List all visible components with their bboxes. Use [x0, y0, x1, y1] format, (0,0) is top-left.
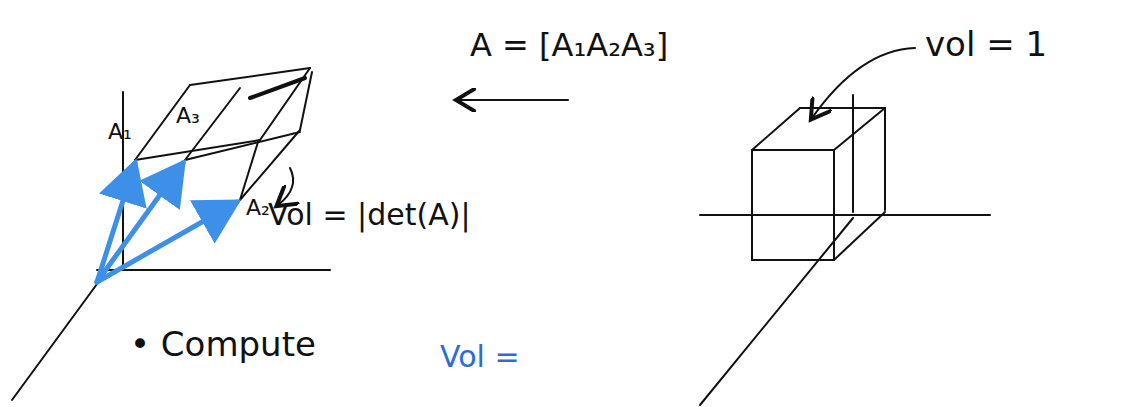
matrix-definition: A = [A₁A₂A₃]	[470, 28, 668, 63]
vector-label: A₃	[176, 104, 200, 128]
unit-volume-note: vol = 1	[925, 26, 1047, 63]
vector-label: A₁	[108, 120, 132, 144]
answer-start: Vol =	[440, 340, 520, 373]
volume-note: Vol = |det(A)|	[268, 198, 471, 231]
vector-label: A₂	[246, 196, 270, 220]
bullet-item: • Compute	[130, 326, 316, 363]
